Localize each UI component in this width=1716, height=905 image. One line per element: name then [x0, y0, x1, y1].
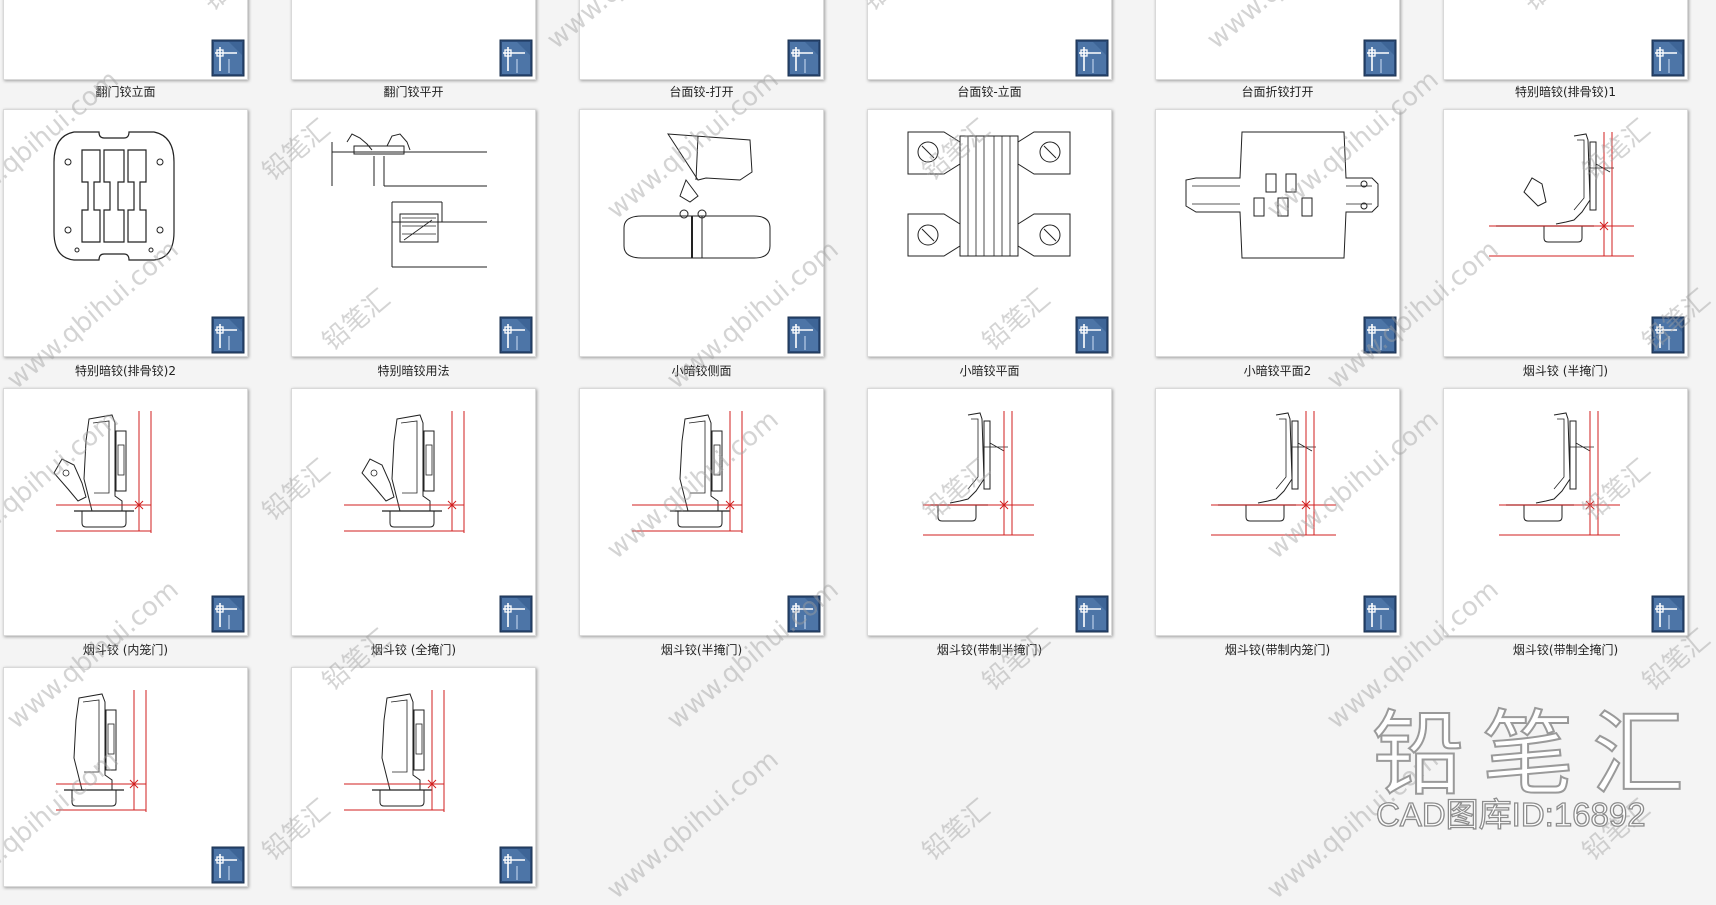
cad-drawing-preview	[907, 131, 1071, 257]
file-thumbnail[interactable]	[291, 667, 536, 887]
file-thumbnail[interactable]	[291, 109, 536, 357]
dwg-file-icon	[211, 316, 245, 354]
file-name-label: 特别暗铰(排骨铰)2	[75, 364, 176, 378]
cad-drawing-preview	[923, 411, 1034, 536]
file-thumbnail[interactable]	[291, 388, 536, 636]
file-name-label: 烟斗铰 (半掩门)	[1522, 364, 1609, 378]
dwg-file-icon	[499, 316, 533, 354]
cad-drawing-preview	[53, 411, 152, 533]
dwg-file-icon	[787, 39, 821, 77]
dwg-file-icon	[1651, 316, 1685, 354]
dwg-file-icon	[1075, 39, 1109, 77]
cad-drawing-preview	[331, 133, 487, 268]
dwg-file-icon	[1075, 595, 1109, 633]
dwg-file-icon	[499, 846, 533, 884]
file-name-label: 台面折铰打开	[1241, 85, 1314, 99]
cad-drawing-preview	[1211, 411, 1336, 536]
file-name-label: 烟斗铰 (全掩门)	[370, 643, 457, 657]
cad-drawing-preview	[56, 690, 147, 812]
file-name-label: 烟斗铰(带制半掩门)	[936, 643, 1043, 657]
file-thumbnail[interactable]	[3, 109, 248, 357]
dwg-file-icon	[787, 595, 821, 633]
file-thumbnail[interactable]	[1155, 388, 1400, 636]
dwg-file-icon	[211, 846, 245, 884]
cad-drawing-preview	[623, 133, 771, 259]
file-thumbnail[interactable]	[3, 667, 248, 887]
file-name-label: 小暗铰平面2	[1243, 364, 1312, 378]
file-thumbnail[interactable]	[1155, 0, 1400, 80]
file-thumbnail[interactable]	[3, 0, 248, 80]
dwg-file-icon	[1363, 595, 1397, 633]
file-thumbnail[interactable]	[579, 388, 824, 636]
dwg-file-icon	[499, 39, 533, 77]
dwg-file-icon	[211, 39, 245, 77]
dwg-file-icon	[211, 595, 245, 633]
file-thumbnail[interactable]	[291, 0, 536, 80]
dwg-file-icon	[1363, 316, 1397, 354]
file-name-label: 翻门铰立面	[95, 85, 156, 99]
file-name-label: 台面铰-打开	[669, 85, 734, 99]
file-name-label: 特别暗铰用法	[377, 364, 450, 378]
brand-logo: 铅笔汇	[1371, 700, 1703, 809]
file-thumbnail[interactable]	[867, 388, 1112, 636]
file-thumbnail[interactable]	[867, 109, 1112, 357]
cad-drawing-preview	[1489, 132, 1634, 257]
file-name-label: 翻门铰平开	[383, 85, 444, 99]
file-name-label: 烟斗铰(半掩门)	[660, 643, 743, 657]
dwg-file-icon	[1651, 39, 1685, 77]
file-name-label: 烟斗铰 (内笼门)	[82, 643, 169, 657]
cad-id-label: CAD图库ID:16892	[1375, 795, 1646, 833]
file-name-label: 烟斗铰(带制全掩门)	[1512, 643, 1619, 657]
cad-drawing-preview	[632, 411, 743, 533]
file-thumbnail[interactable]	[3, 388, 248, 636]
file-name-label: 台面铰-立面	[957, 85, 1022, 99]
file-thumbnail[interactable]	[1443, 388, 1688, 636]
file-name-label: 小暗铰侧面	[671, 364, 732, 378]
dwg-file-icon	[787, 316, 821, 354]
cad-drawing-preview	[1185, 131, 1379, 259]
file-grid: 翻门铰立面 翻门铰平开 台面铰-打开 台面铰-立面 台面折铰打开	[3, 0, 1688, 887]
file-thumbnail[interactable]	[1443, 109, 1688, 357]
dwg-file-icon	[1075, 316, 1109, 354]
cad-drawing-preview	[1499, 411, 1620, 536]
dwg-file-icon	[1651, 595, 1685, 633]
file-name-label: 小暗铰平面	[959, 364, 1020, 378]
file-name-label: 特别暗铰(排骨铰)1	[1515, 85, 1616, 99]
file-thumbnail[interactable]	[579, 109, 824, 357]
cad-drawing-preview	[344, 690, 445, 812]
file-name-label: 烟斗铰(带制内笼门)	[1224, 643, 1331, 657]
cad-drawing-preview	[344, 411, 465, 533]
cad-drawing-preview	[53, 131, 175, 261]
dwg-file-icon	[499, 595, 533, 633]
file-thumbnail[interactable]	[1443, 0, 1688, 80]
file-thumbnail[interactable]	[1155, 109, 1400, 357]
dwg-file-icon	[1363, 39, 1397, 77]
file-thumbnail[interactable]	[867, 0, 1112, 80]
file-thumbnail[interactable]	[579, 0, 824, 80]
